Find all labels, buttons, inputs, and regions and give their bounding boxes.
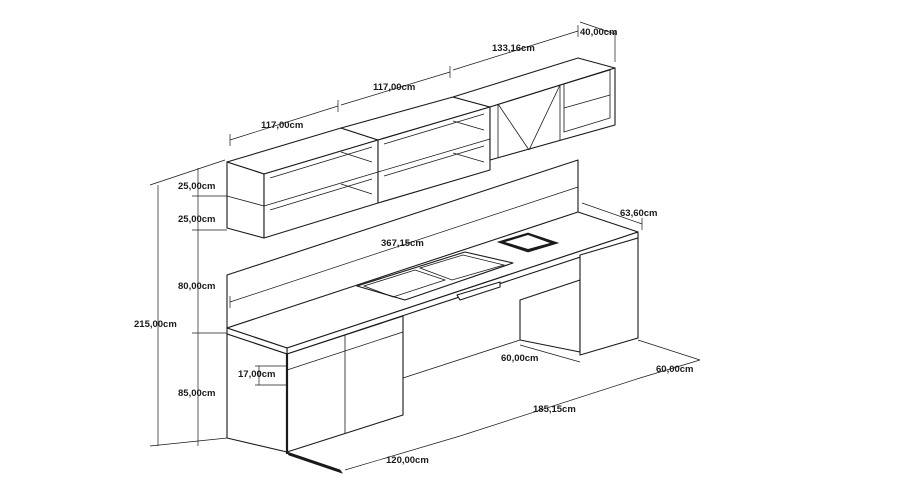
dim-upper-middle-width: 117,00cm xyxy=(373,82,415,93)
upper-cabinets xyxy=(226,57,616,239)
dimension-lines xyxy=(149,21,701,471)
dim-right-cabinet-depth: 60,00cm xyxy=(656,364,694,375)
upper-left-front xyxy=(226,161,265,239)
dim-countertop-length: 367,15cm xyxy=(381,238,424,249)
dim-backsplash-height: 80,00cm xyxy=(178,281,216,292)
dimension-labels: 40,00cm 133,16cm 117,00cm 117,00cm 25,00… xyxy=(134,27,694,466)
dim-left-cabinet-width: 120,00cm xyxy=(386,455,429,466)
dim-countertop-overhang: 17,00cm xyxy=(238,369,276,380)
cooktop xyxy=(496,232,560,253)
dim-upper-top-shelf-height: 25,00cm xyxy=(178,181,216,192)
dim-upper-right-width: 133,16cm xyxy=(492,43,535,54)
dim-upper-left-width: 117,00cm xyxy=(261,120,303,131)
dim-base-run-length: 185,15cm xyxy=(533,404,576,415)
upper-middle-long-face xyxy=(377,106,491,204)
dim-total-height: 215,00cm xyxy=(134,319,177,330)
dim-countertop-depth: 63,60cm xyxy=(620,208,658,219)
dim-base-height: 85,00cm xyxy=(178,388,216,399)
base-cabinets xyxy=(226,237,639,474)
sink xyxy=(356,251,514,301)
left-base-side xyxy=(226,333,288,453)
dim-opening-width: 60,00cm xyxy=(501,353,539,364)
right-base-front-a xyxy=(519,279,581,353)
dim-upper-bottom-shelf-height: 25,00cm xyxy=(178,214,216,225)
dim-upper-depth: 40,00cm xyxy=(580,27,618,38)
right-base-front-b xyxy=(579,237,639,356)
